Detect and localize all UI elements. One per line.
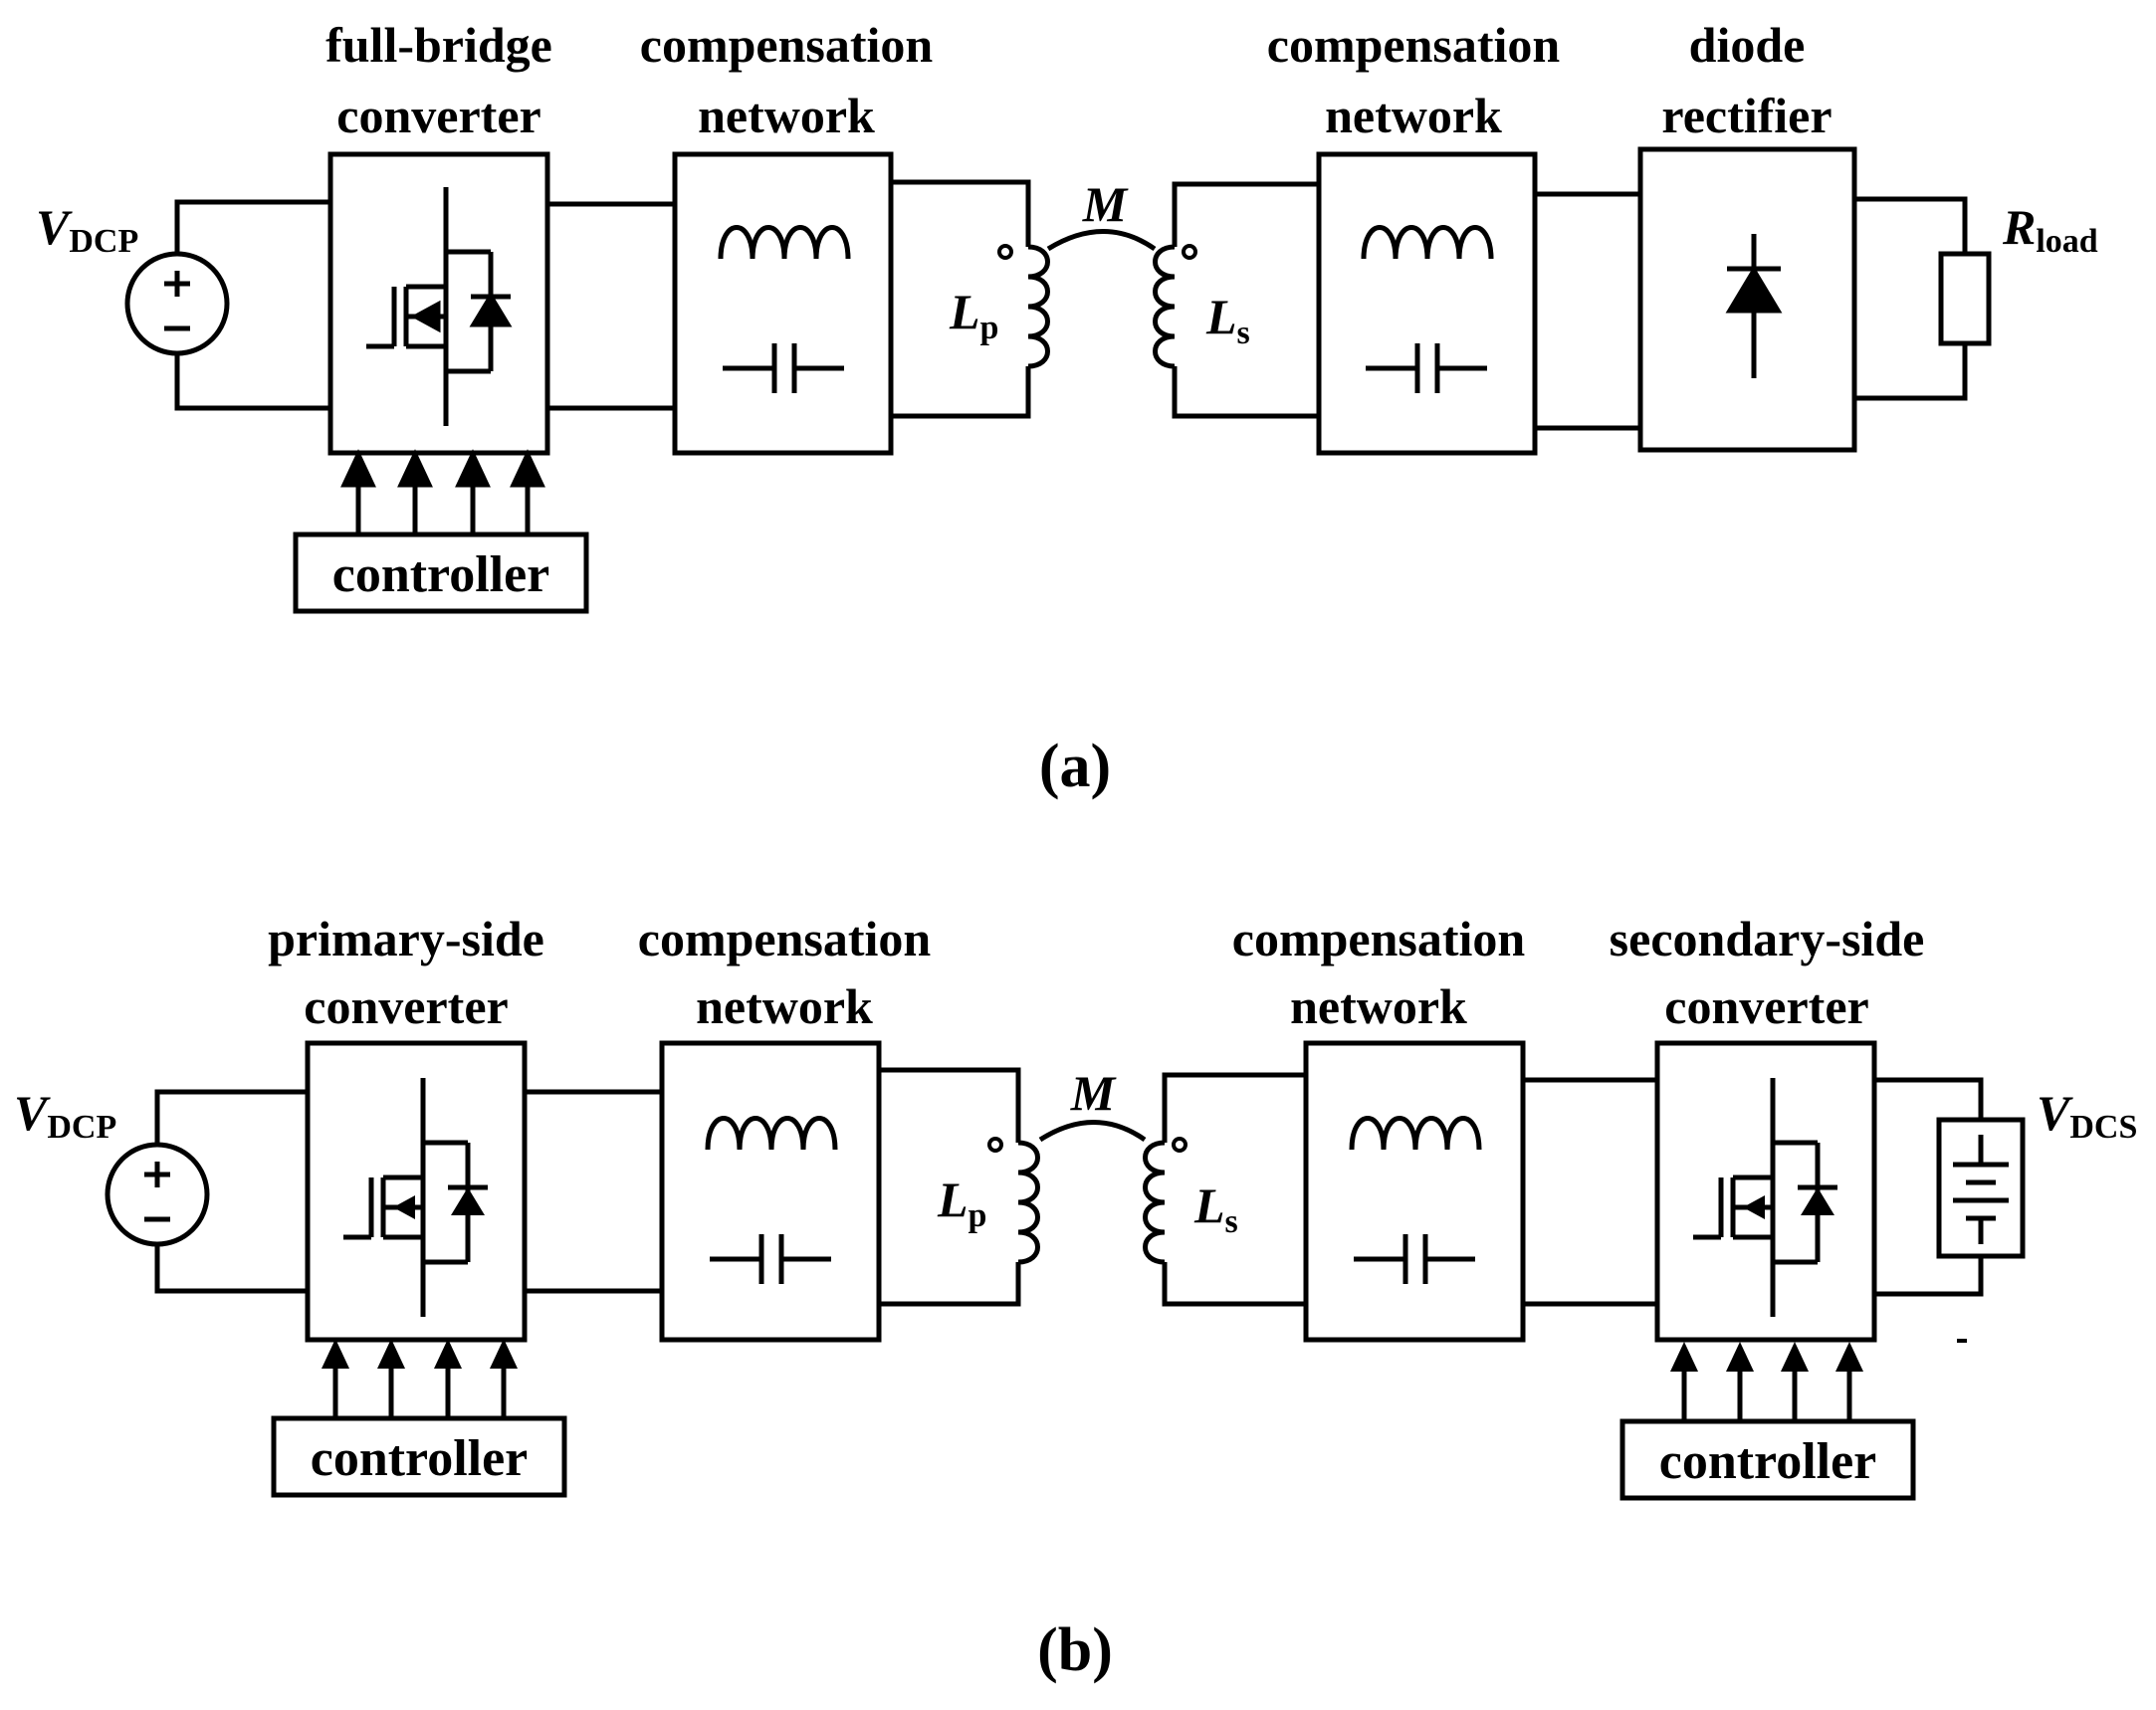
caption-b: (b) [1037,1616,1113,1684]
diagram-a-labels: full-bridge converter compensation netwo… [36,17,2098,800]
secondary-comp-label-2: network [1325,88,1502,143]
controller-box-b-secondary [1619,1418,1916,1501]
controller-label-a: controller [332,546,550,603]
secondary-converter-label-2: converter [1664,978,1868,1034]
secondary-comp-label-b-2: network [1290,978,1467,1034]
battery-icon [1936,1117,2026,1259]
full-bridge-converter-box [327,151,550,456]
secondary-side-converter-box [1654,1040,1877,1343]
diagram-b-labels: primary-side converter compensation netw… [14,911,2137,1684]
primary-comp-label-b-1: compensation [638,911,932,966]
lp-symbol-b: Lp [937,1172,986,1234]
primary-comp-label-b-2: network [696,978,873,1034]
battery-symbol-b: VDCS [2037,1085,2137,1146]
caption-a: (a) [1039,733,1111,800]
diagram-a [124,146,1992,614]
secondary-compensation-network-box-b [1303,1040,1526,1343]
ls-symbol-a: Ls [1205,289,1250,351]
secondary-compensation-network-box [1316,151,1538,456]
dc-source-a [124,199,330,411]
load-symbol-a: Rload [2002,199,2098,260]
diagram-b [105,1040,2026,1501]
m-symbol-a: M [1082,176,1129,232]
primary-comp-label-1: compensation [640,17,934,73]
diode-rectifier-box [1637,146,1857,453]
rectifier-label-1: diode [1689,17,1806,73]
lp-symbol-a: Lp [949,284,998,346]
primary-compensation-network-box [672,151,894,456]
primary-comp-label-2: network [698,88,875,143]
primary-compensation-network-box-b [659,1040,882,1343]
controller-box-a [293,532,589,614]
rectifier-diode-icon [1725,234,1783,378]
dc-source-b [105,1089,308,1294]
full-bridge-label-1: full-bridge [325,17,552,73]
load-resistor-icon [1938,251,1992,346]
full-bridge-label-2: converter [336,88,540,143]
primary-side-converter-box [305,1040,528,1343]
primary-converter-label-1: primary-side [268,911,544,966]
rectifier-label-2: rectifier [1661,88,1832,143]
source-symbol-a: VDCP [36,199,138,260]
controller-label-b-primary: controller [311,1430,529,1487]
controller-label-b-secondary: controller [1659,1433,1877,1490]
ls-symbol-b: Ls [1193,1177,1238,1240]
secondary-comp-label-1: compensation [1267,17,1561,73]
primary-converter-label-2: converter [304,978,508,1034]
source-symbol-b: VDCP [14,1085,116,1146]
secondary-comp-label-b-1: compensation [1232,911,1526,966]
controller-box-b-primary [271,1415,567,1498]
m-symbol-b: M [1070,1065,1117,1121]
secondary-converter-label-1: secondary-side [1610,911,1925,966]
